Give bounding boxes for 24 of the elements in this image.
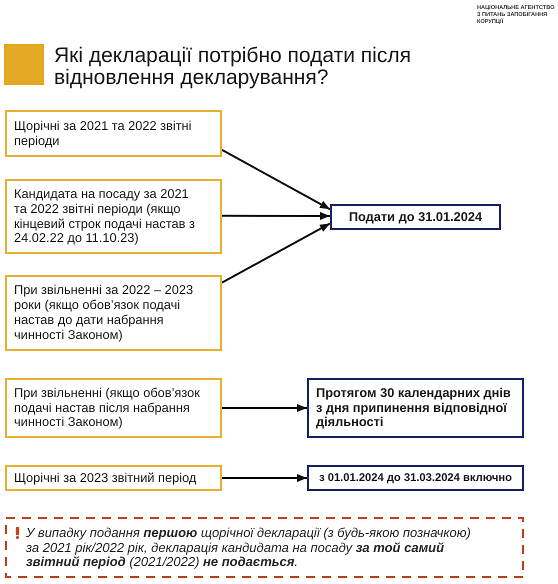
deadline-box [330, 204, 501, 230]
arrow [222, 474, 307, 482]
arrow [222, 222, 330, 284]
arrow [222, 149, 330, 210]
arrow [222, 212, 330, 220]
condition-box [5, 378, 222, 438]
deadline-text: Подати до 31.01.2024 [348, 210, 482, 224]
condition-box [5, 179, 222, 254]
condition-text: При звільненні (якщо обов’язок подачі настав після набрання чинності Законом) [14, 386, 201, 430]
condition-box [5, 110, 222, 157]
deadline-text: Протягом 30 календарних днів з дня припинення відповідної діяльності [316, 386, 512, 430]
condition-text: Щорічні за 2023 звітний період [14, 470, 198, 486]
note-text: У випадку подання першою щорічної декларації (з будь-якою позначкою) за 2021 рік/2022 рік, декларація кандидата на посаду за той самий звітний період (2021/2022) не подається. [26, 526, 472, 570]
condition-text: Кандидата на посаду за 2021 та 2022 звітні періоди (якщо кінцевий строк подачі настав з 24.02.22 до 11.10.23) [14, 186, 196, 246]
note-box [5, 517, 524, 578]
condition-box [5, 465, 222, 491]
deadline-box [307, 465, 524, 491]
condition-box [5, 275, 222, 351]
arrow [222, 404, 307, 412]
condition-text: Щорічні за 2021 та 2022 звітні періоди [14, 118, 192, 148]
title: Які декларації потрібно подати після відновлення декларування? [54, 45, 412, 88]
deadline-box [307, 378, 524, 438]
condition-text: При звільненні за 2022 – 2023 роки (якщо обов’язок подачі настав до дати набрання чинності Законом) [14, 283, 194, 343]
deadline-text: з 01.01.2024 до 31.03.2024 включно [319, 470, 512, 486]
